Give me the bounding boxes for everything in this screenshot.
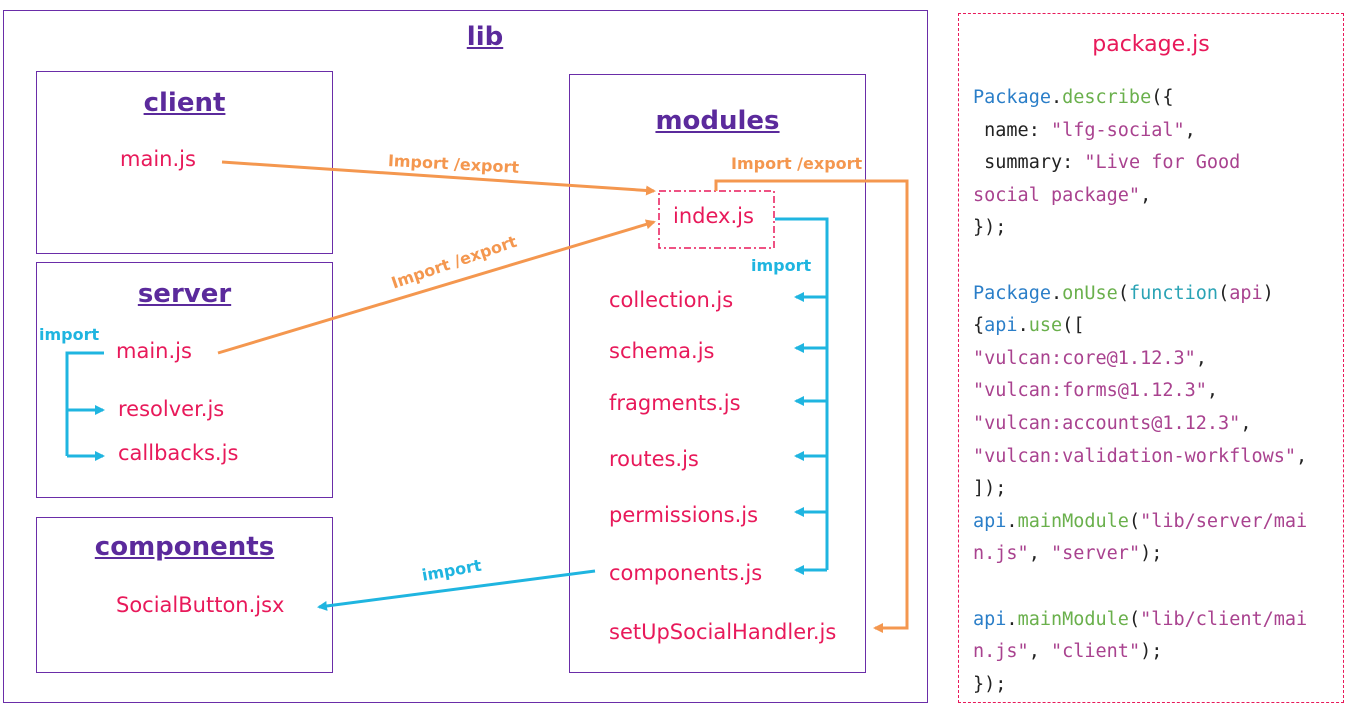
- modules-components-js: components.js: [609, 561, 763, 585]
- code-token: api: [973, 510, 1007, 532]
- modules-routes-js: routes.js: [609, 447, 699, 471]
- code-line: summary: "Live for Good: [973, 147, 1335, 180]
- code-line: {api.use([: [973, 310, 1335, 343]
- modules-schema-js: schema.js: [609, 339, 715, 363]
- code-token: ,: [1195, 347, 1207, 369]
- code-token: (: [1218, 282, 1230, 304]
- server-box: [36, 262, 333, 498]
- server-main-js: main.js: [116, 339, 192, 363]
- code-line: ]);: [973, 473, 1335, 506]
- package-js-panel: package.js Package.describe({ name: "lfg…: [958, 13, 1344, 703]
- code-token: api: [1229, 282, 1263, 304]
- code-line: Package.describe({: [973, 82, 1335, 115]
- code-token: "lib/server/mai: [1140, 510, 1308, 532]
- code-token: .: [1050, 87, 1063, 108]
- package-js-code: Package.describe({ name: "lfg-social", s…: [973, 82, 1335, 701]
- code-token: n.js": [973, 641, 1029, 663]
- code-token: social package": [973, 184, 1141, 206]
- code-token: "Live for Good: [1084, 152, 1241, 174]
- code-line: n.js", "client");: [973, 636, 1335, 669]
- modules-permissions-js: permissions.js: [609, 503, 759, 527]
- code-token: mainModule: [1017, 608, 1129, 630]
- code-token: "lfg-social": [1050, 119, 1185, 141]
- code-token: .: [1006, 510, 1018, 532]
- package-js-title: package.js: [1092, 32, 1210, 57]
- server-resolver-js: resolver.js: [118, 397, 225, 421]
- code-line: });: [973, 669, 1335, 702]
- code-token: ,: [1140, 184, 1152, 206]
- code-line: name: "lfg-social",: [973, 115, 1335, 148]
- code-token: ,: [1028, 543, 1051, 565]
- components-title: components: [94, 532, 275, 562]
- code-token: ,: [1240, 412, 1252, 434]
- code-token: use: [1028, 315, 1063, 337]
- code-token: Package: [973, 282, 1051, 304]
- code-line: social package",: [973, 180, 1335, 213]
- code-token: onUse: [1062, 282, 1118, 304]
- code-line: "vulcan:forms@1.12.3",: [973, 375, 1335, 408]
- code-token: ({: [1151, 87, 1174, 108]
- code-token: "server": [1050, 543, 1141, 565]
- modules-title: modules: [655, 106, 780, 136]
- code-token: Package: [973, 87, 1051, 108]
- code-token: api: [984, 315, 1018, 337]
- code-token: .: [1050, 282, 1063, 304]
- code-token: summary:: [973, 152, 1085, 174]
- code-line: });: [973, 212, 1335, 245]
- code-line: api.mainModule("lib/server/mai: [973, 506, 1335, 539]
- code-token: .: [1006, 608, 1018, 630]
- code-line: n.js", "server");: [973, 538, 1335, 571]
- modules-fragments-js: fragments.js: [609, 391, 741, 415]
- modules-collection-js: collection.js: [609, 288, 734, 312]
- code-token: describe: [1062, 87, 1152, 108]
- code-token: ,: [1028, 641, 1051, 663]
- code-line: [973, 245, 1335, 278]
- code-token: {: [973, 315, 985, 337]
- code-token: ]);: [973, 478, 1007, 500]
- modules-index-js: index.js: [673, 204, 754, 228]
- client-main-js: main.js: [120, 147, 196, 171]
- code-token: "client": [1050, 641, 1141, 663]
- code-token: ([: [1062, 315, 1085, 337]
- lib-title: lib: [466, 22, 504, 52]
- server-callbacks-js: callbacks.js: [118, 441, 239, 465]
- client-title: client: [143, 88, 226, 118]
- code-line: api.mainModule("lib/client/mai: [973, 604, 1335, 637]
- code-token: "vulcan:forms@1.12.3": [973, 380, 1207, 402]
- code-line: Package.onUse(function(api): [973, 278, 1335, 311]
- code-token: api: [973, 608, 1007, 630]
- code-token: "vulcan:core@1.12.3": [973, 347, 1196, 369]
- code-token: (: [1128, 510, 1141, 532]
- code-token: (: [1117, 282, 1129, 304]
- code-line: "vulcan:core@1.12.3",: [973, 343, 1335, 376]
- code-token: function: [1128, 282, 1219, 304]
- code-token: (: [1128, 608, 1141, 630]
- code-token: "lib/client/mai: [1140, 608, 1308, 630]
- server-title: server: [137, 279, 232, 309]
- code-token: });: [973, 217, 1007, 239]
- code-token: mainModule: [1017, 510, 1129, 532]
- code-token: .: [1017, 315, 1029, 337]
- lib-container: [3, 10, 928, 703]
- index-import-export-label: Import /export: [731, 154, 863, 173]
- code-token: ,: [1206, 380, 1219, 402]
- code-token: name:: [973, 119, 1051, 141]
- code-line: "vulcan:accounts@1.12.3",: [973, 408, 1335, 441]
- code-token: ,: [1296, 445, 1308, 467]
- server-import-label: import: [39, 325, 100, 344]
- code-token: ): [1262, 282, 1274, 304]
- code-line: [973, 571, 1335, 604]
- code-token: );: [1140, 543, 1163, 565]
- modules-setup-social-handler-js: setUpSocialHandler.js: [609, 620, 837, 644]
- code-token: );: [1140, 641, 1163, 663]
- index-import-label: import: [751, 256, 812, 275]
- code-line: "vulcan:validation-workflows",: [973, 441, 1335, 474]
- code-token: ,: [1184, 119, 1196, 141]
- code-token: n.js": [973, 543, 1029, 565]
- code-token: });: [973, 673, 1007, 695]
- code-token: "vulcan:validation-workflows": [973, 445, 1297, 467]
- social-button-jsx: SocialButton.jsx: [116, 593, 285, 617]
- code-token: "vulcan:accounts@1.12.3": [973, 412, 1241, 434]
